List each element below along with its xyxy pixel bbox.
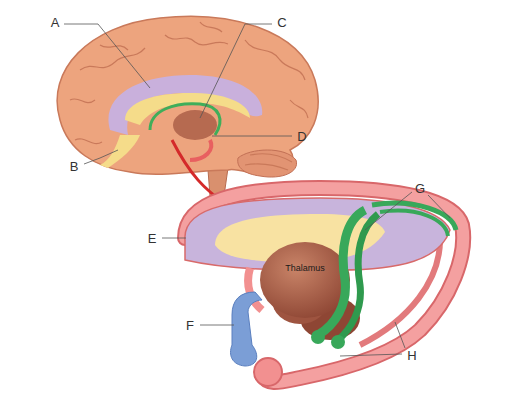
leader-lines [395,322,405,348]
brain-outline [238,150,297,177]
callout-letter: E [148,232,157,245]
leader-lines [84,150,118,164]
gyri [200,22,222,32]
leader-lines [428,195,450,218]
limbic-detail [331,335,345,349]
medial-structures [173,110,217,140]
callout-letter: G [415,182,425,195]
callout-letter: B [70,160,79,173]
leader-lines [340,354,402,356]
gyri [75,139,102,144]
medial-structures [100,135,140,168]
callout-letter: D [297,130,306,143]
part-name: Thalamus [285,264,325,273]
gyri [245,40,305,80]
gyri [70,22,308,170]
limbic-detail [260,242,350,318]
gyri [70,99,95,103]
callout-letter: A [51,16,60,29]
gyri [80,48,145,70]
leader-lines [365,192,412,230]
limbic-detail [380,211,448,236]
medial-structures [190,140,211,160]
gyri [245,164,288,170]
limbic-detail [231,292,262,366]
gyri [165,35,228,45]
medial-structures [150,104,220,135]
limbic-detail [185,188,463,386]
callout-letter: C [277,16,286,29]
leader-lines [162,238,186,239]
gyri [100,45,128,50]
callout-letter: H [407,349,416,362]
limbic-detail [185,188,463,382]
limbic-detail [338,214,378,340]
leader-lines [64,24,150,88]
limbic-detail [185,188,463,382]
limbic-detail [311,330,325,344]
callout-letter: F [186,319,194,332]
gyri [250,154,292,162]
leader-lines [200,24,272,118]
gyri [290,100,308,118]
leader-lines [200,325,234,326]
limbic-detail [254,358,282,386]
leader-lines [64,24,450,356]
leader-lines [212,136,292,137]
